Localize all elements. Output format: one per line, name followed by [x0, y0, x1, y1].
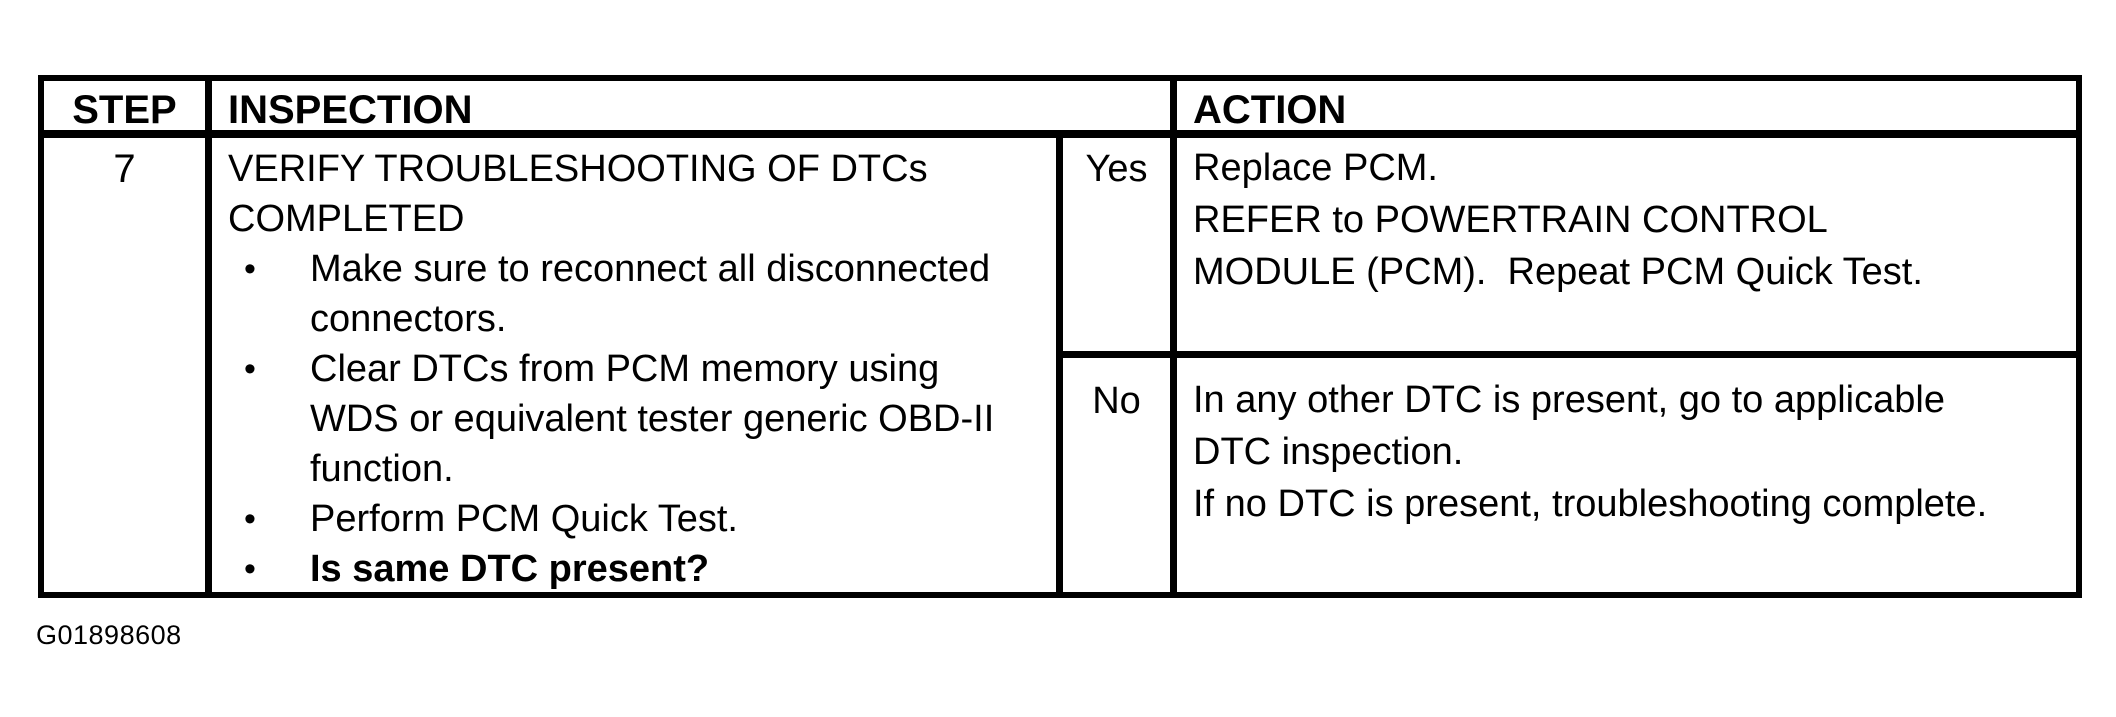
bullet-text: Is same DTC present? [310, 548, 710, 590]
bullet-text: Perform PCM Quick Test. [310, 498, 738, 540]
action-yes-cell: Replace PCM. REFER to POWERTRAIN CONTROL… [1177, 138, 2076, 358]
inspection-bullet-item: • Make sure to reconnect all disconnecte… [228, 244, 1050, 344]
action-line: In any other DTC is present, go to appli… [1193, 379, 1945, 421]
column-header-inspection: INSPECTION [212, 81, 1177, 138]
step-number-cell: 7 [44, 138, 212, 592]
action-line: REFER to POWERTRAIN CONTROL [1193, 199, 1828, 241]
bullet-icon: • [244, 500, 256, 538]
bullet-icon: • [244, 550, 256, 588]
bullet-text: Make sure to reconnect all disconnected … [310, 248, 991, 340]
figure-id-caption: G01898608 [36, 620, 182, 650]
inspection-bullet-item: • Perform PCM Quick Test. [228, 494, 1050, 544]
action-line: MODULE (PCM). Repeat PCM Quick Test. [1193, 251, 1923, 293]
bullet-icon: • [244, 350, 256, 388]
action-line: Replace PCM. [1193, 147, 1438, 189]
inspection-bullet-item: • Is same DTC present? [228, 544, 1050, 592]
column-header-step: STEP [44, 81, 212, 138]
column-header-action: ACTION [1177, 81, 2076, 138]
inspection-title-line: COMPLETED [228, 198, 465, 240]
bullet-icon: • [244, 250, 256, 288]
answer-no-cell: No [1063, 358, 1177, 592]
troubleshooting-table: STEP INSPECTION ACTION 7 VERIFY TROUBLES… [38, 75, 2082, 598]
inspection-bullet-item: • Clear DTCs from PCM memory using WDS o… [228, 344, 1050, 494]
action-line: If no DTC is present, troubleshooting co… [1193, 483, 1988, 525]
action-no-cell: In any other DTC is present, go to appli… [1177, 358, 2076, 592]
answer-yes-cell: Yes [1063, 138, 1177, 358]
action-line: DTC inspection. [1193, 431, 1464, 473]
bullet-text: Clear DTCs from PCM memory using WDS or … [310, 348, 995, 490]
inspection-title-line: VERIFY TROUBLESHOOTING OF DTCs [228, 148, 928, 190]
inspection-cell: VERIFY TROUBLESHOOTING OF DTCs COMPLETED… [212, 138, 1063, 592]
